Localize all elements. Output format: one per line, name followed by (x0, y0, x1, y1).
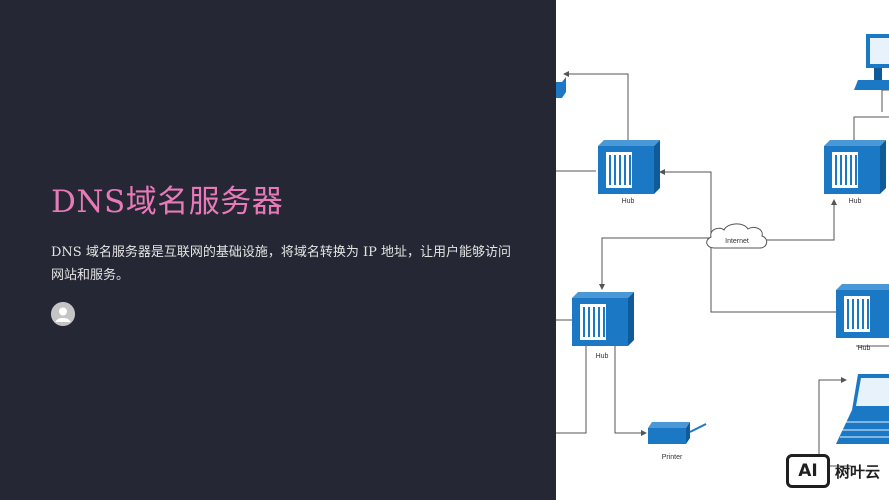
ai-logo-icon: AI (786, 454, 830, 488)
slide-description: DNS 域名服务器是互联网的基础设施，将域名转换为 IP 地址，让用户能够访问网… (51, 245, 511, 283)
laptop-icon-bottom-right[interactable] (836, 374, 889, 444)
hub-label: Hub (849, 198, 862, 205)
network-diagram-canvas: Hub Hub Hub (556, 34, 889, 467)
watermark-text: 树叶云 (835, 462, 881, 481)
internet-label: Internet (725, 238, 749, 245)
user-avatar-icon[interactable] (51, 302, 75, 326)
watermark: AI 树叶云 (786, 452, 886, 490)
hub-label: Hub (858, 345, 871, 352)
hub-device-1[interactable]: Hub (598, 140, 660, 205)
partial-device-top-left (556, 77, 566, 98)
connection-lines (556, 71, 889, 467)
hub-device-2[interactable]: Hub (824, 140, 886, 205)
network-diagram: Hub Hub Hub (556, 0, 889, 500)
internet-cloud-icon[interactable]: Internet (706, 223, 768, 249)
watermark-logo: AI (798, 461, 818, 481)
hub-label: Hub (596, 353, 609, 360)
computer-icon-top-right[interactable] (854, 34, 889, 90)
slide-title: DNS域名服务器 (51, 184, 284, 220)
hub-device-4[interactable]: Hub (836, 284, 889, 352)
hub-device-3[interactable]: Hub (572, 292, 634, 360)
printer-icon[interactable]: Printer (648, 422, 707, 461)
printer-label: Printer (662, 454, 683, 461)
hub-label: Hub (622, 198, 635, 205)
left-panel: DNS域名服务器 DNS 域名服务器是互联网的基础设施，将域名转换为 IP 地址… (51, 184, 511, 326)
